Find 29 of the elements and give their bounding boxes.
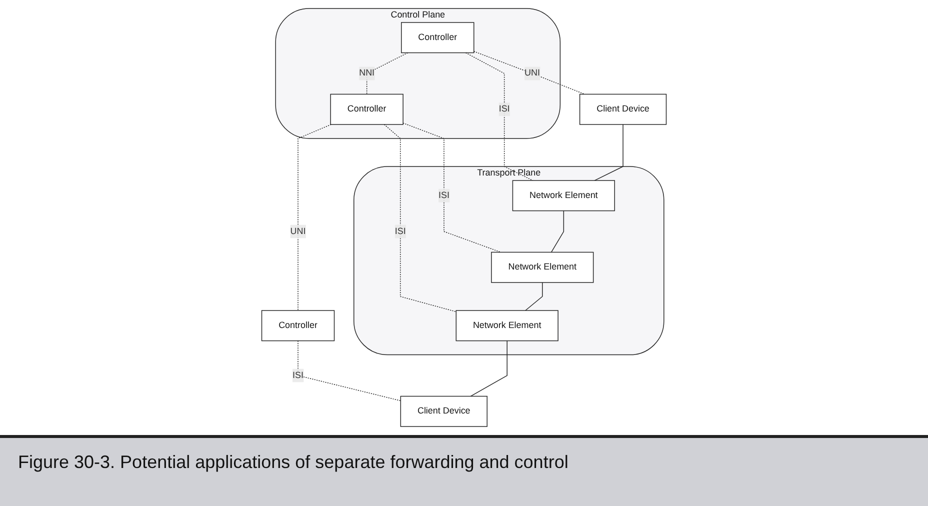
node-box [401, 22, 474, 54]
connector [402, 122, 502, 253]
figure-caption: Figure 30-3. Potential applications of separate forwarding and control [18, 452, 568, 472]
node-box [261, 310, 335, 342]
node-box [330, 94, 404, 125]
edge-label: ISI [394, 226, 406, 236]
connector [551, 210, 564, 253]
connector [298, 124, 332, 311]
edge-label: NNI [359, 68, 375, 78]
connector [465, 52, 534, 181]
cluster [275, 8, 561, 139]
edge-label: ISI [292, 370, 304, 380]
connector [470, 340, 508, 397]
connector [366, 52, 408, 95]
node-box [456, 310, 558, 342]
network-diagram: Transport Plane Control Plane NNI UNI UNI ISI ISI ISI ISI Controller Controller Controller Client Device Network Element Network Element Network Element Client Device [4, 4, 924, 431]
node-box [400, 396, 488, 427]
edge-label: UNI [524, 68, 540, 78]
connector [525, 282, 543, 311]
edge-label: UNI [290, 226, 306, 236]
connector [474, 51, 586, 95]
edge-label: ISI [498, 104, 510, 114]
connector [384, 124, 456, 312]
node-box [579, 94, 667, 125]
edge-label: ISI [438, 190, 450, 200]
connector [298, 340, 402, 402]
cluster [354, 166, 664, 356]
node-box [512, 180, 615, 212]
node-box [491, 252, 594, 283]
